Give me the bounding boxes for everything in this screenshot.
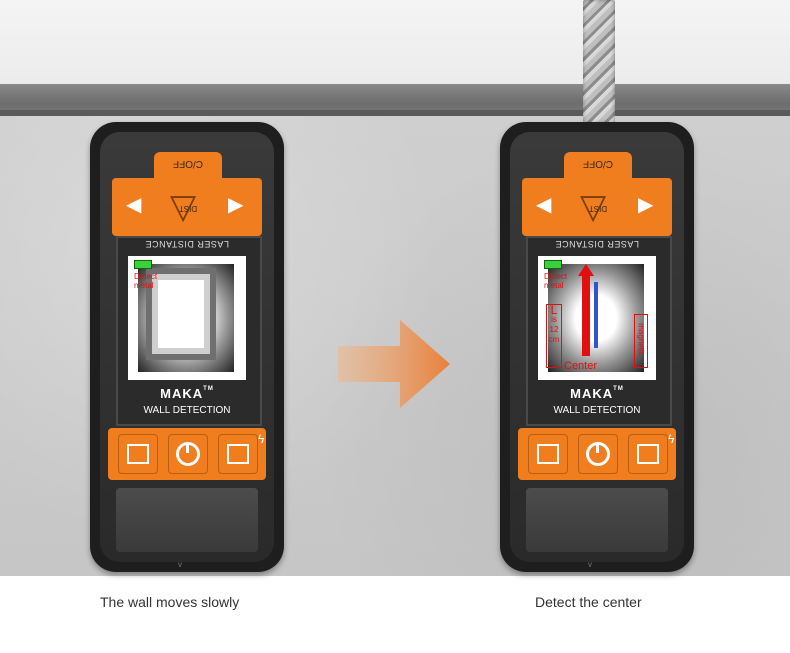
wall-detection-label: WALL DETECTION (553, 405, 641, 416)
lightning-icon: ϟ (668, 432, 675, 446)
caption-left: The wall moves slowly (100, 594, 240, 610)
caption-area (0, 576, 790, 653)
mode-button-right[interactable] (628, 434, 668, 474)
concrete-slab (0, 84, 790, 116)
power-button[interactable] (154, 152, 222, 202)
screen-top-label: LASER DISTANCE (555, 239, 639, 249)
battery-icon (134, 260, 152, 269)
wall-icon (127, 444, 149, 464)
detect-text-line1: Detect (134, 272, 158, 281)
caption-right: Detect the center (535, 594, 642, 610)
signal-bar (594, 282, 598, 348)
power-label: C/OFF (583, 158, 613, 169)
detect-text-line2: metal (134, 281, 154, 290)
arrow-left-icon[interactable]: ◀ (126, 194, 142, 216)
lower-grip (526, 488, 668, 552)
chevron-down-icon: v (178, 560, 182, 569)
brand-logo: MAKATM (116, 386, 258, 401)
ok-triangle-icon[interactable]: ▽ (170, 188, 197, 226)
battery-icon (544, 260, 562, 269)
wall-detection-label: WALL DETECTION (143, 405, 231, 416)
lower-grip (116, 488, 258, 552)
mode-button-left[interactable] (118, 434, 158, 474)
lcd-screen: Detect metal (128, 256, 246, 380)
background-top (0, 0, 790, 84)
brand-tm: TM (203, 386, 214, 392)
detect-text-line1: Detect (544, 272, 568, 281)
lightning-icon: ϟ (258, 432, 265, 446)
power-icon (176, 442, 200, 466)
power-label: C/OFF (173, 158, 203, 169)
brand-logo: MAKATM (526, 386, 668, 401)
magnetic-box: magnetic (634, 314, 648, 368)
center-label: Center (564, 360, 598, 372)
brand-name: MAKA (160, 386, 204, 401)
big-arrow-icon (338, 320, 450, 408)
arrow-right-icon[interactable]: ▶ (638, 194, 654, 216)
mode-button-right[interactable] (218, 434, 258, 474)
center-indicator (582, 274, 590, 356)
detect-text-line2: metal (544, 281, 564, 290)
power-main-button[interactable] (578, 434, 618, 474)
arrow-left-icon[interactable]: ◀ (536, 194, 552, 216)
power-button[interactable] (564, 152, 632, 202)
screen-top-label: LASER DISTANCE (145, 239, 229, 249)
distance-unit: cm (548, 335, 560, 344)
lcd-window (158, 280, 204, 348)
detect-metal-text: Detect metal (544, 272, 567, 290)
mode-button-left[interactable] (528, 434, 568, 474)
wall-detector-left: C/OFF ◀ ▶ ▽ DIST LASER DISTANCE Detect m… (90, 122, 284, 572)
distance-L: L (550, 303, 558, 317)
ok-label: DIST (178, 204, 198, 213)
wall-icon (637, 444, 659, 464)
distance-value: 12 (549, 325, 559, 334)
brand-tm: TM (613, 386, 624, 392)
power-main-button[interactable] (168, 434, 208, 474)
detect-metal-text: Detect metal (134, 272, 157, 290)
brand-name: MAKA (570, 386, 614, 401)
ok-label: DIST (588, 204, 608, 213)
ok-triangle-icon[interactable]: ▽ (580, 188, 607, 226)
arrow-right-icon[interactable]: ▶ (228, 194, 244, 216)
wall-icon (227, 444, 249, 464)
wall-detector-right: C/OFF ◀ ▶ ▽ DIST LASER DISTANCE Detect m… (500, 122, 694, 572)
distance-is: is (551, 315, 557, 324)
rebar-icon (583, 0, 615, 124)
power-icon (586, 442, 610, 466)
magnetic-label: magnetic (636, 323, 646, 356)
wall-icon (537, 444, 559, 464)
lcd-screen: Detect metal L is 12 cm magnetic Center (538, 256, 656, 380)
center-arrow-icon (578, 264, 594, 276)
distance-box: L is 12 cm (546, 304, 562, 368)
chevron-down-icon: v (588, 560, 592, 569)
